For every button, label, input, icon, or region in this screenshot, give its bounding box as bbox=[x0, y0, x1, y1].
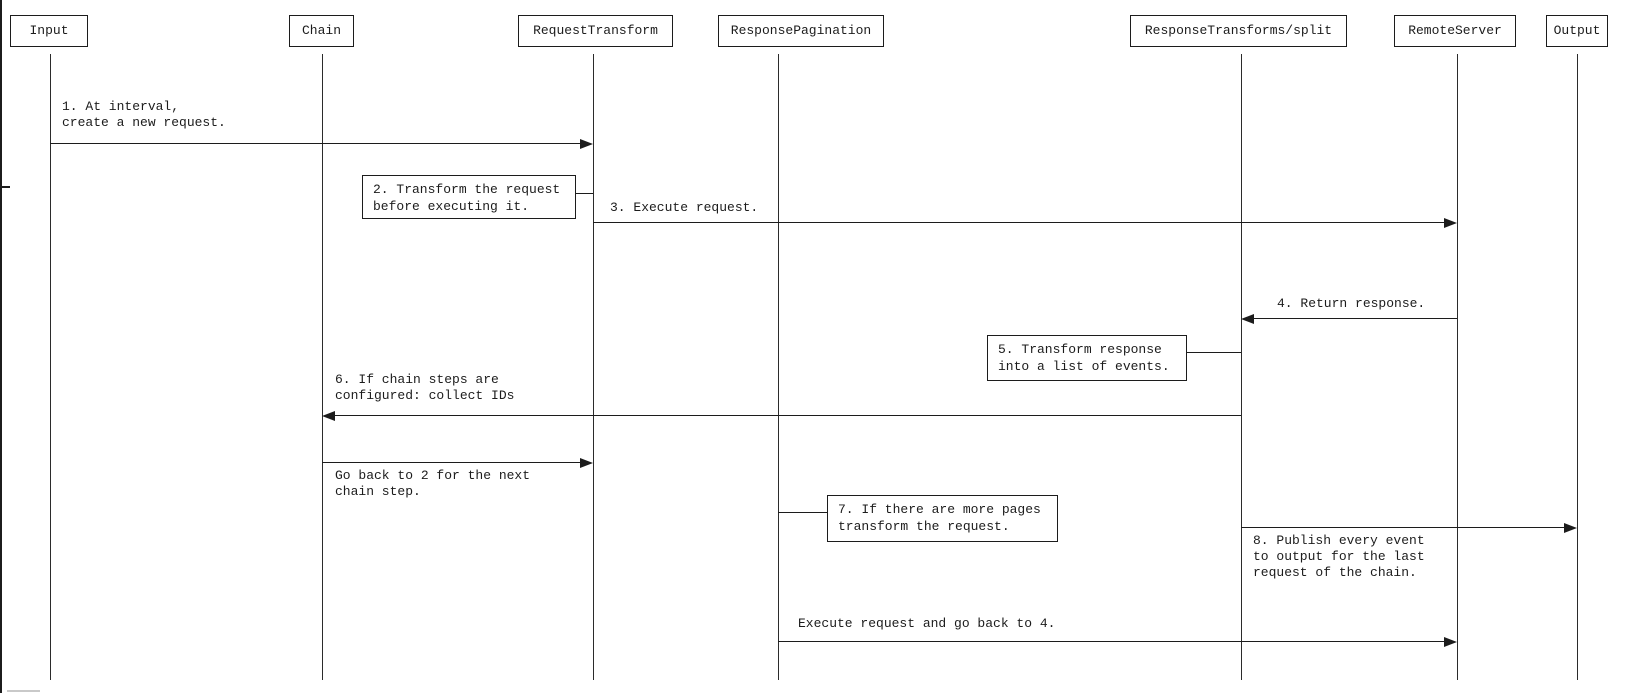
message-1-arrow bbox=[50, 143, 582, 144]
message-3-arrow bbox=[593, 222, 1446, 223]
message-8-arrowhead-icon bbox=[1564, 523, 1577, 533]
left-border-line bbox=[0, 0, 2, 693]
lifeline-remote-server bbox=[1457, 54, 1458, 680]
message-1-line1: 1. At interval, bbox=[62, 99, 180, 114]
note-7-box: 7. If there are more pages transform the… bbox=[827, 495, 1058, 542]
actor-box-output: Output bbox=[1546, 15, 1608, 47]
note-5-line1: 5. Transform response bbox=[998, 342, 1162, 357]
message-4-label: 4. Return response. bbox=[1277, 296, 1425, 312]
message-8-line3: request of the chain. bbox=[1253, 565, 1417, 580]
message-3-label: 3. Execute request. bbox=[610, 200, 758, 216]
message-go-back-line2: chain step. bbox=[335, 484, 421, 499]
note-2-line1: 2. Transform the request bbox=[373, 182, 561, 197]
message-6-label: 6. If chain steps are configured: collec… bbox=[335, 372, 514, 404]
message-3-line1: 3. Execute request. bbox=[610, 200, 759, 215]
message-execute-again-label: Execute request and go back to 4. bbox=[798, 616, 1055, 632]
message-go-back-arrowhead-icon bbox=[580, 458, 593, 468]
note-7-line2: transform the request. bbox=[838, 519, 1010, 534]
message-8-arrow bbox=[1241, 527, 1566, 528]
note-2-connector bbox=[576, 193, 593, 194]
note-7-connector bbox=[778, 512, 827, 513]
actor-box-request-transform: RequestTransform bbox=[518, 15, 673, 47]
lifeline-response-transforms-split bbox=[1241, 54, 1242, 680]
message-execute-again-arrowhead-icon bbox=[1444, 637, 1457, 647]
message-8-label: 8. Publish every event to output for the… bbox=[1253, 533, 1425, 581]
lifeline-output bbox=[1577, 54, 1578, 680]
actor-box-remote-server: RemoteServer bbox=[1394, 15, 1516, 47]
message-1-arrowhead-icon bbox=[580, 139, 593, 149]
message-8-line1: 8. Publish every event bbox=[1253, 533, 1425, 548]
message-3-arrowhead-icon bbox=[1444, 218, 1457, 228]
lifeline-input bbox=[50, 54, 51, 680]
message-go-back-line1: Go back to 2 for the next bbox=[335, 468, 531, 483]
actor-box-response-pagination: ResponsePagination bbox=[718, 15, 884, 47]
message-4-line1: 4. Return response. bbox=[1277, 296, 1426, 311]
message-8-line2: to output for the last bbox=[1253, 549, 1425, 564]
bottom-left-artifact bbox=[7, 690, 40, 692]
message-4-arrow bbox=[1252, 318, 1457, 319]
message-go-back-label: Go back to 2 for the next chain step. bbox=[335, 468, 530, 500]
message-go-back-arrow bbox=[322, 462, 582, 463]
lifeline-response-pagination bbox=[778, 54, 779, 680]
lifeline-chain bbox=[322, 54, 323, 680]
note-2-line2: before executing it. bbox=[373, 199, 530, 214]
message-execute-again-line1: Execute request and go back to 4. bbox=[798, 616, 1056, 631]
left-border-tick bbox=[0, 186, 10, 188]
note-7-line1: 7. If there are more pages bbox=[838, 502, 1041, 517]
message-4-arrowhead-icon bbox=[1241, 314, 1254, 324]
message-6-line1: 6. If chain steps are bbox=[335, 372, 499, 387]
actor-box-response-transforms-split: ResponseTransforms/split bbox=[1130, 15, 1347, 47]
actor-box-chain: Chain bbox=[289, 15, 354, 47]
note-5-line2: into a list of events. bbox=[998, 359, 1170, 374]
note-5-connector bbox=[1187, 352, 1241, 353]
message-1-label: 1. At interval, create a new request. bbox=[62, 99, 226, 131]
note-2-box: 2. Transform the request before executin… bbox=[362, 175, 576, 219]
message-6-arrowhead-icon bbox=[322, 411, 335, 421]
note-5-box: 5. Transform response into a list of eve… bbox=[987, 335, 1187, 381]
message-6-arrow bbox=[333, 415, 1241, 416]
lifeline-request-transform bbox=[593, 54, 594, 680]
actor-box-input: Input bbox=[10, 15, 88, 47]
message-1-line2: create a new request. bbox=[62, 115, 226, 130]
message-6-line2: configured: collect IDs bbox=[335, 388, 515, 403]
message-execute-again-arrow bbox=[778, 641, 1446, 642]
